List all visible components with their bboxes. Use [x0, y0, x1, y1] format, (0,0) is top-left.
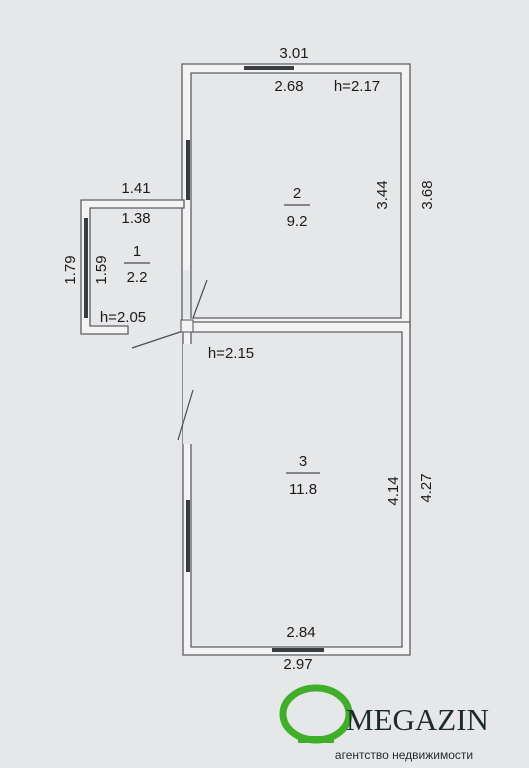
- dim-room1-left-outer: 1.79: [62, 255, 79, 284]
- room-2-number: 2: [293, 185, 301, 202]
- dim-room3-height: h=2.15: [208, 345, 254, 362]
- logo-base-icon: [298, 736, 334, 743]
- room-1-walls: [80, 199, 185, 335]
- door-opening-room3: [183, 344, 193, 444]
- dim-room1-left-inner: 1.59: [93, 255, 110, 284]
- dim-room3-bottom-outer: 2.97: [283, 656, 312, 673]
- door-swing-room2: [192, 279, 208, 319]
- window-room1: [84, 218, 88, 318]
- door-swing-room3: [177, 389, 194, 441]
- dim-room2-right-inner: 3.44: [374, 180, 391, 209]
- window-left-room3: [186, 500, 190, 572]
- logo-tagline: агентство недвижимости: [335, 748, 473, 762]
- window-top: [244, 66, 294, 70]
- room-3-walls: [182, 321, 411, 656]
- logo-name: MEGAZIN: [346, 702, 489, 737]
- dim-room3-right-inner: 4.14: [385, 476, 402, 505]
- omegazin-logo: O MEGAZIN агентство недвижимости: [279, 684, 489, 762]
- window-bottom: [272, 648, 324, 652]
- room-3-area: 11.8: [289, 481, 317, 498]
- dim-room1-top-outer: 1.41: [121, 180, 150, 197]
- dim-room1-top-inner: 1.38: [121, 210, 150, 227]
- dim-room2-top-inner: 2.68: [274, 78, 303, 95]
- dim-room2-height: h=2.17: [334, 78, 380, 95]
- room-2-area: 9.2: [287, 213, 308, 230]
- dim-room2-right-outer: 3.68: [419, 180, 436, 209]
- wall-junction: [180, 319, 194, 333]
- dim-room3-bottom-inner: 2.84: [286, 624, 315, 641]
- dim-room1-height: h=2.05: [100, 309, 146, 326]
- door-swing-room1: [131, 329, 187, 349]
- room-1-number: 1: [133, 243, 141, 260]
- dim-room3-right-outer: 4.27: [418, 473, 435, 502]
- room-3-number: 3: [299, 453, 307, 470]
- room-1-area: 2.2: [127, 269, 148, 286]
- dim-room2-top-outer: 3.01: [279, 45, 308, 62]
- door-opening-room2: [183, 270, 193, 318]
- window-left-room2: [186, 140, 190, 200]
